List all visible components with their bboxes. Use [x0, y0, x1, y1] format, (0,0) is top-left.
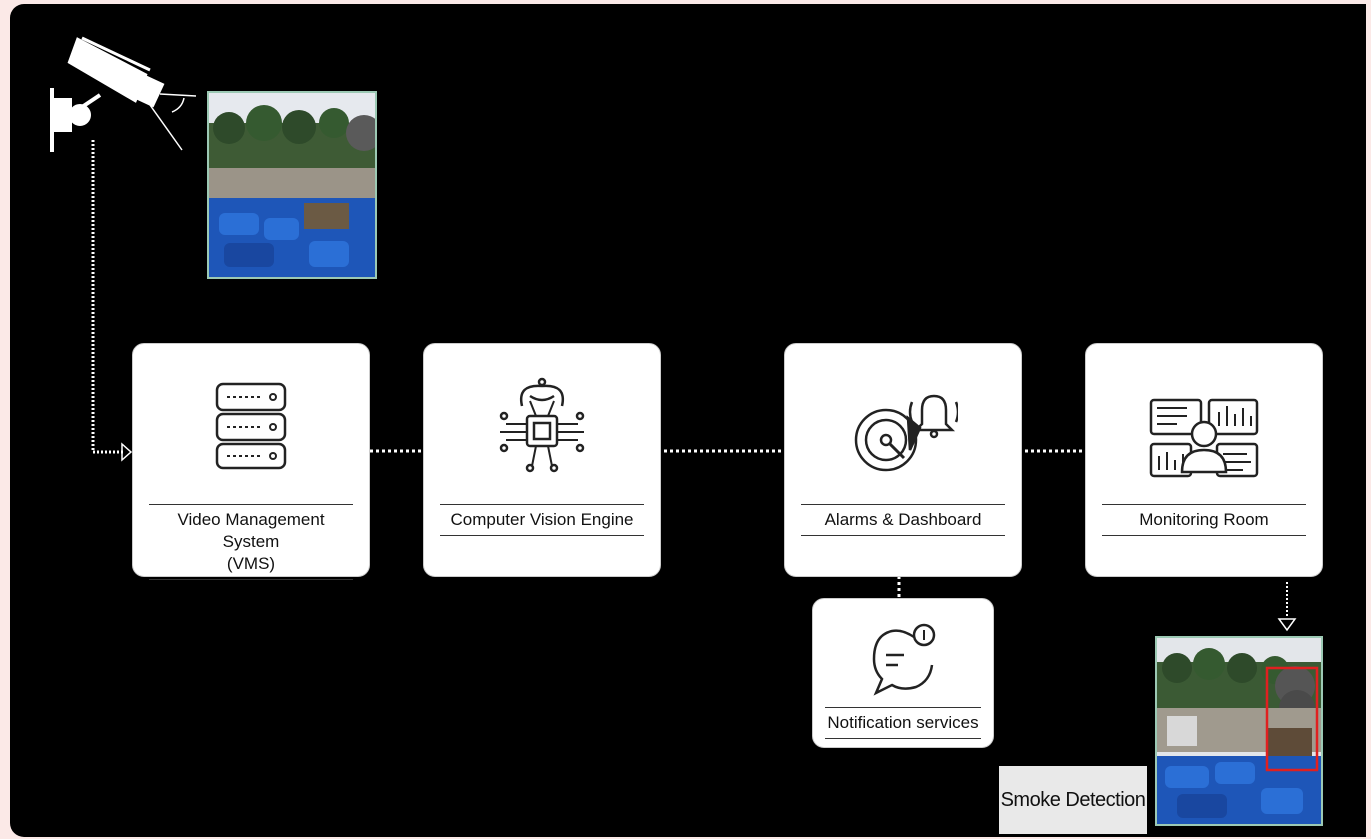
smoke-detection-label: Smoke Detection [999, 766, 1147, 834]
node-computer-vision-engine: Computer Vision Engine [423, 343, 661, 577]
output-detection-photo [1155, 636, 1323, 826]
vms-label: Video Management System (VMS) [149, 504, 353, 580]
alarms-label: Alarms & Dashboard [801, 504, 1005, 536]
monitoring-label: Monitoring Room [1102, 504, 1306, 536]
barrel-yard-photo-detected [1157, 638, 1321, 824]
server-icon [215, 382, 287, 470]
connector-camera-vms [91, 140, 124, 454]
input-camera-photo [207, 91, 377, 279]
node-video-management-system: Video Management System (VMS) [132, 343, 370, 580]
connector-monitoring-output [1277, 582, 1297, 632]
node-alarms-dashboard: Alarms & Dashboard [784, 343, 1022, 577]
chat-notification-icon [872, 623, 936, 696]
cv-label: Computer Vision Engine [440, 504, 644, 536]
barrel-yard-photo [209, 93, 375, 277]
smoke-detection-box [1265, 666, 1319, 772]
node-notification-services: Notification services [812, 598, 994, 748]
monitoring-dashboard-icon [1149, 398, 1259, 478]
notification-label: Notification services [825, 707, 981, 739]
vms-label-line1: Video Management System [177, 510, 325, 551]
ai-chip-icon [499, 377, 585, 473]
vms-label-line2: (VMS) [226, 554, 276, 573]
alarm-gauge-icon [854, 394, 958, 472]
security-camera-icon [50, 36, 197, 152]
arrowhead [121, 442, 133, 462]
node-monitoring-room: Monitoring Room [1085, 343, 1323, 577]
